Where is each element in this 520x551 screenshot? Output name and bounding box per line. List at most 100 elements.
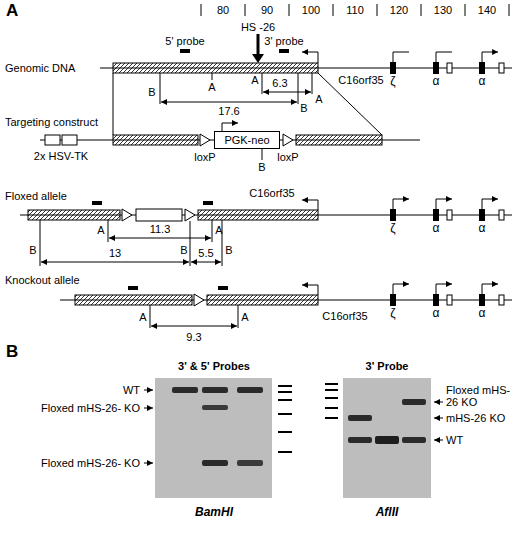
promoter-arrow (482, 284, 498, 294)
row-label: Targeting construct (5, 116, 98, 128)
gene-label: α (479, 222, 486, 235)
hatched-region (198, 210, 318, 220)
scale-number: 100 (302, 4, 320, 16)
band-label: WT (446, 434, 463, 446)
size-arrow (109, 238, 211, 239)
node-heading: PGK-neo (224, 134, 269, 147)
size-marker (325, 384, 338, 418)
part-label: loxP (277, 151, 298, 163)
band-arrow (144, 463, 153, 464)
band-label: Floxed mHS-26- KO (41, 457, 140, 469)
size-arrow (41, 262, 189, 263)
gene-label: α (433, 307, 440, 320)
probe-bar (128, 286, 138, 290)
hs-arrow (257, 34, 260, 55)
probe-bar (92, 201, 102, 205)
site-label: A (215, 224, 222, 236)
scale-ticks (201, 4, 509, 16)
site-label: B (225, 244, 232, 256)
hatched-region (113, 63, 318, 73)
probe-bar (218, 286, 228, 290)
gene-label: α (433, 222, 440, 235)
hatched-region (113, 135, 198, 145)
exon (390, 294, 396, 306)
exon (390, 62, 396, 74)
row-label: Floxed allele (5, 190, 67, 202)
gel-band (348, 437, 372, 443)
scale-number: 130 (434, 4, 452, 16)
exon (479, 209, 485, 221)
pseudogene (447, 63, 452, 73)
band-arrow (434, 440, 443, 441)
probe-bar (180, 49, 190, 53)
gel-panel: 3' & 5' ProbesBamHI (150, 360, 278, 520)
gene-label: C16orf35 (322, 310, 367, 322)
pseudogene (499, 295, 504, 305)
band-arrow (434, 418, 443, 419)
gel-image (155, 378, 272, 498)
site-label: B (258, 161, 265, 173)
site-line (150, 305, 238, 328)
gene-label: ζ (390, 222, 395, 235)
part-label: loxP (194, 151, 215, 163)
exon (433, 62, 439, 74)
probe-bar (279, 49, 289, 53)
band-label: Floxed mHS-26- KO (41, 402, 140, 414)
gene-label: α (479, 307, 486, 320)
promoter-arrow (302, 285, 318, 295)
gene-label: C16orf35 (249, 187, 294, 199)
scale-number: 110 (346, 4, 364, 16)
size-label: 17.6 (218, 105, 239, 117)
pseudogene (499, 63, 504, 73)
row-label: Knockout allele (5, 274, 80, 286)
pseudogene (447, 210, 452, 220)
band-arrow (144, 408, 153, 409)
scale-number: 80 (217, 4, 229, 16)
site-label: A (251, 74, 258, 86)
neo-cassette (136, 209, 182, 221)
hs-arrow-head (252, 54, 264, 63)
size-arrow (191, 262, 221, 263)
site-label: B (300, 102, 307, 114)
band-arrow (434, 402, 443, 403)
node-caption: BamHI (195, 506, 233, 520)
promoter-arrow (393, 284, 409, 294)
probe-label: 3' probe (264, 35, 303, 47)
site-label: A (208, 81, 215, 93)
site-label: A (315, 93, 322, 105)
site-label: A (97, 224, 104, 236)
size-label: 13 (109, 247, 121, 259)
gene-label: α (479, 75, 486, 88)
row-label: Genomic DNA (5, 62, 75, 74)
promoter-arrow (436, 199, 452, 209)
node-heading: 3' Probe (366, 360, 409, 373)
gel-band (237, 460, 263, 466)
hsv-tk-box (62, 135, 77, 145)
gene-label: ζ (390, 75, 395, 88)
pseudogene (499, 210, 504, 220)
gel-band (402, 399, 426, 405)
scale-number: 120 (390, 4, 408, 16)
loxp-triangle (194, 294, 204, 306)
promoter-arrow (393, 52, 498, 62)
site-line (40, 220, 222, 266)
site-label: B (148, 86, 155, 98)
site-label: B (180, 244, 187, 256)
promoter-arrow (302, 52, 318, 63)
gene-label: C16orf35 (338, 74, 383, 86)
exon (433, 294, 439, 306)
site-label: A (139, 311, 146, 323)
gel-band (202, 387, 228, 393)
gel-band (237, 387, 263, 393)
promoter-arrow (222, 123, 238, 131)
promoter-arrow-head (409, 52, 498, 53)
exon (479, 62, 485, 74)
size-label: 6.3 (272, 77, 287, 89)
promoter-arrow (393, 199, 409, 209)
band-label: mHS-26 KO (446, 412, 505, 424)
gel-image (343, 378, 431, 498)
node-heading: 3' & 5' Probes (178, 360, 250, 373)
size-marker (278, 386, 292, 452)
band-label: Floxed mHS-26 KO (446, 384, 514, 408)
